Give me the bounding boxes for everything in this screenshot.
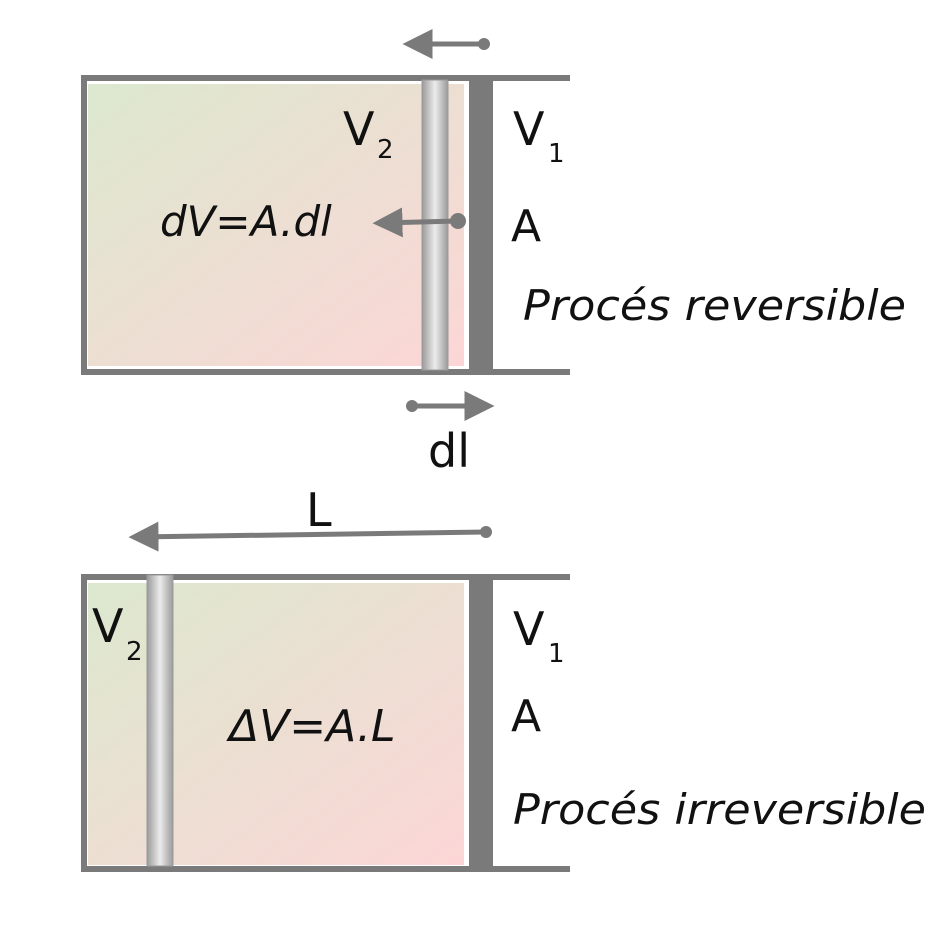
v1-label: V: [513, 102, 545, 156]
process-label: Procés reversible: [523, 281, 906, 330]
l-arrow-origin-dot: [480, 526, 492, 538]
moving-piston: [421, 79, 449, 371]
area-label-bottom: A: [511, 691, 541, 742]
piston-arrow-origin-dot: [450, 213, 466, 229]
v2-subscript-bottom: 2: [126, 637, 143, 667]
irreversible-panel: L V 2 V 1 A ΔV=A.L Procés irreversible: [81, 483, 926, 872]
l-label: L: [306, 483, 332, 537]
formula-delta-v: ΔV=A.L: [226, 701, 395, 752]
piston-push-arrow: [372, 207, 459, 238]
v2-subscript: 2: [377, 135, 394, 165]
v1-label-bottom: V: [513, 602, 545, 656]
fixed-partition-bottom: [469, 580, 493, 868]
l-arrow: [128, 521, 487, 552]
fixed-partition: [469, 80, 493, 371]
top-arrow-origin-dot: [478, 38, 490, 50]
process-label-bottom: Procés irreversible: [513, 785, 926, 834]
v1-subscript-bottom: 1: [548, 639, 565, 669]
reversible-panel: V 2 V 1 dV=A.dl A Procés reversible dl: [81, 29, 906, 478]
dl-arrow-origin-dot: [406, 400, 418, 412]
v2-label-bottom: V: [92, 599, 124, 653]
moving-piston-bottom: [146, 574, 174, 867]
v1-subscript: 1: [548, 139, 565, 169]
dl-label: dl: [428, 424, 470, 478]
area-label: A: [511, 201, 541, 252]
formula-dv: dV=A.dl: [160, 197, 332, 246]
v2-label: V: [343, 102, 375, 156]
